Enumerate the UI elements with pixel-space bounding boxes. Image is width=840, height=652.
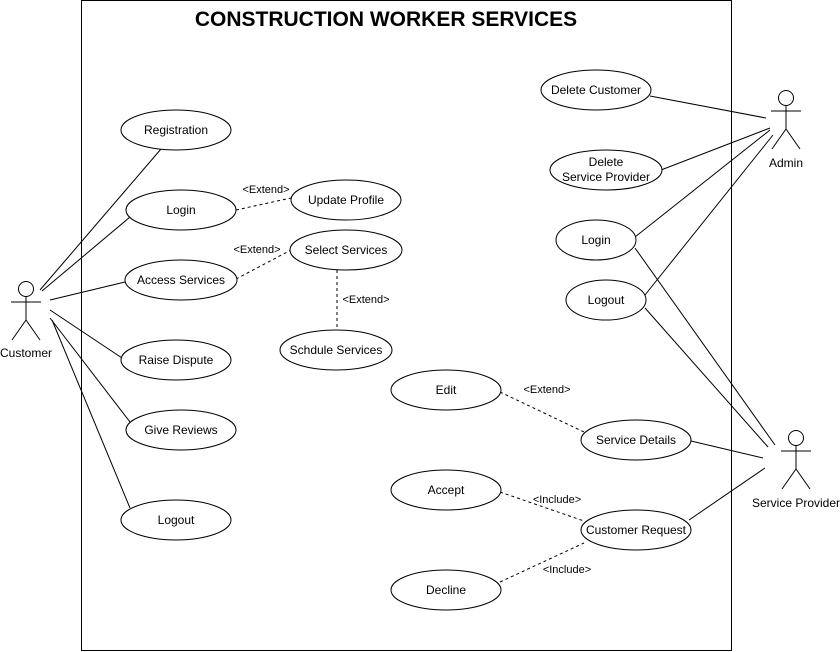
svg-text:Registration: Registration xyxy=(144,123,208,137)
svg-text:Service Provider: Service Provider xyxy=(562,170,650,184)
actor-service-provider[interactable]: Service Provider xyxy=(752,430,840,511)
use-case-shared-login[interactable]: Login xyxy=(555,219,637,261)
stick-figure-icon xyxy=(781,430,811,490)
svg-text:Login: Login xyxy=(581,233,610,247)
stick-figure-icon xyxy=(11,281,41,341)
extend-label-schedule-services: <Extend> xyxy=(342,294,389,306)
svg-text:Edit: Edit xyxy=(436,383,457,397)
use-case-delete-service-provider[interactable]: Delete Service Provider xyxy=(549,149,663,191)
svg-text:Logout: Logout xyxy=(588,293,625,307)
extend-label-select-services: <Extend> xyxy=(233,244,280,256)
include-label-accept: <Include> xyxy=(533,494,581,506)
use-case-access-services[interactable]: Access Services xyxy=(124,259,238,301)
svg-text:Select Services: Select Services xyxy=(305,243,388,257)
svg-text:Update Profile: Update Profile xyxy=(308,193,384,207)
svg-text:Logout: Logout xyxy=(158,513,195,527)
extend-label-update-profile: <Extend> xyxy=(242,184,289,196)
svg-text:Access Services: Access Services xyxy=(137,273,225,287)
svg-text:Decline: Decline xyxy=(426,583,466,597)
svg-text:Login: Login xyxy=(166,203,195,217)
svg-text:Service Details: Service Details xyxy=(596,433,676,447)
use-case-update-profile[interactable]: Update Profile xyxy=(290,179,402,221)
use-case-customer-login[interactable]: Login xyxy=(125,189,237,231)
extend-label-edit: <Extend> xyxy=(523,384,570,396)
use-case-delete-customer[interactable]: Delete Customer xyxy=(540,69,652,111)
use-case-service-details[interactable]: Service Details xyxy=(580,419,692,461)
use-case-select-services[interactable]: Select Services xyxy=(289,229,403,271)
include-label-decline: <Include> xyxy=(543,564,591,576)
use-case-customer-request[interactable]: Customer Request xyxy=(580,509,692,551)
use-case-shared-logout[interactable]: Logout xyxy=(565,279,647,321)
svg-text:Accept: Accept xyxy=(428,483,465,497)
use-case-give-reviews[interactable]: Give Reviews xyxy=(125,409,237,451)
svg-text:Service Provider: Service Provider xyxy=(752,496,840,510)
actor-customer[interactable]: Customer xyxy=(0,281,52,361)
use-case-registration[interactable]: Registration xyxy=(120,109,232,151)
customer-associations xyxy=(39,148,162,509)
svg-text:Give Reviews: Give Reviews xyxy=(144,423,217,437)
svg-text:Delete: Delete xyxy=(589,155,624,169)
dependency-lines xyxy=(235,197,585,583)
stick-figure-icon xyxy=(771,90,801,150)
svg-text:Customer Request: Customer Request xyxy=(586,523,687,537)
actor-admin[interactable]: Admin xyxy=(769,90,803,171)
admin-associations xyxy=(634,95,774,296)
svg-text:Raise Dispute: Raise Dispute xyxy=(139,353,214,367)
svg-text:Schdule Services: Schdule Services xyxy=(290,343,383,357)
use-case-raise-dispute[interactable]: Raise Dispute xyxy=(120,339,232,381)
svg-text:Delete Customer: Delete Customer xyxy=(551,83,641,97)
service-provider-associations xyxy=(634,247,776,521)
use-case-decline[interactable]: Decline xyxy=(390,569,502,611)
use-case-customer-logout[interactable]: Logout xyxy=(120,499,232,541)
svg-text:Customer: Customer xyxy=(0,346,52,360)
svg-text:Admin: Admin xyxy=(769,156,803,170)
use-case-accept[interactable]: Accept xyxy=(390,469,502,511)
use-case-schedule-services[interactable]: Schdule Services xyxy=(279,329,393,371)
diagram-title: CONSTRUCTION WORKER SERVICES xyxy=(195,8,577,31)
use-case-edit[interactable]: Edit xyxy=(390,369,502,411)
system-boundary xyxy=(81,0,732,651)
